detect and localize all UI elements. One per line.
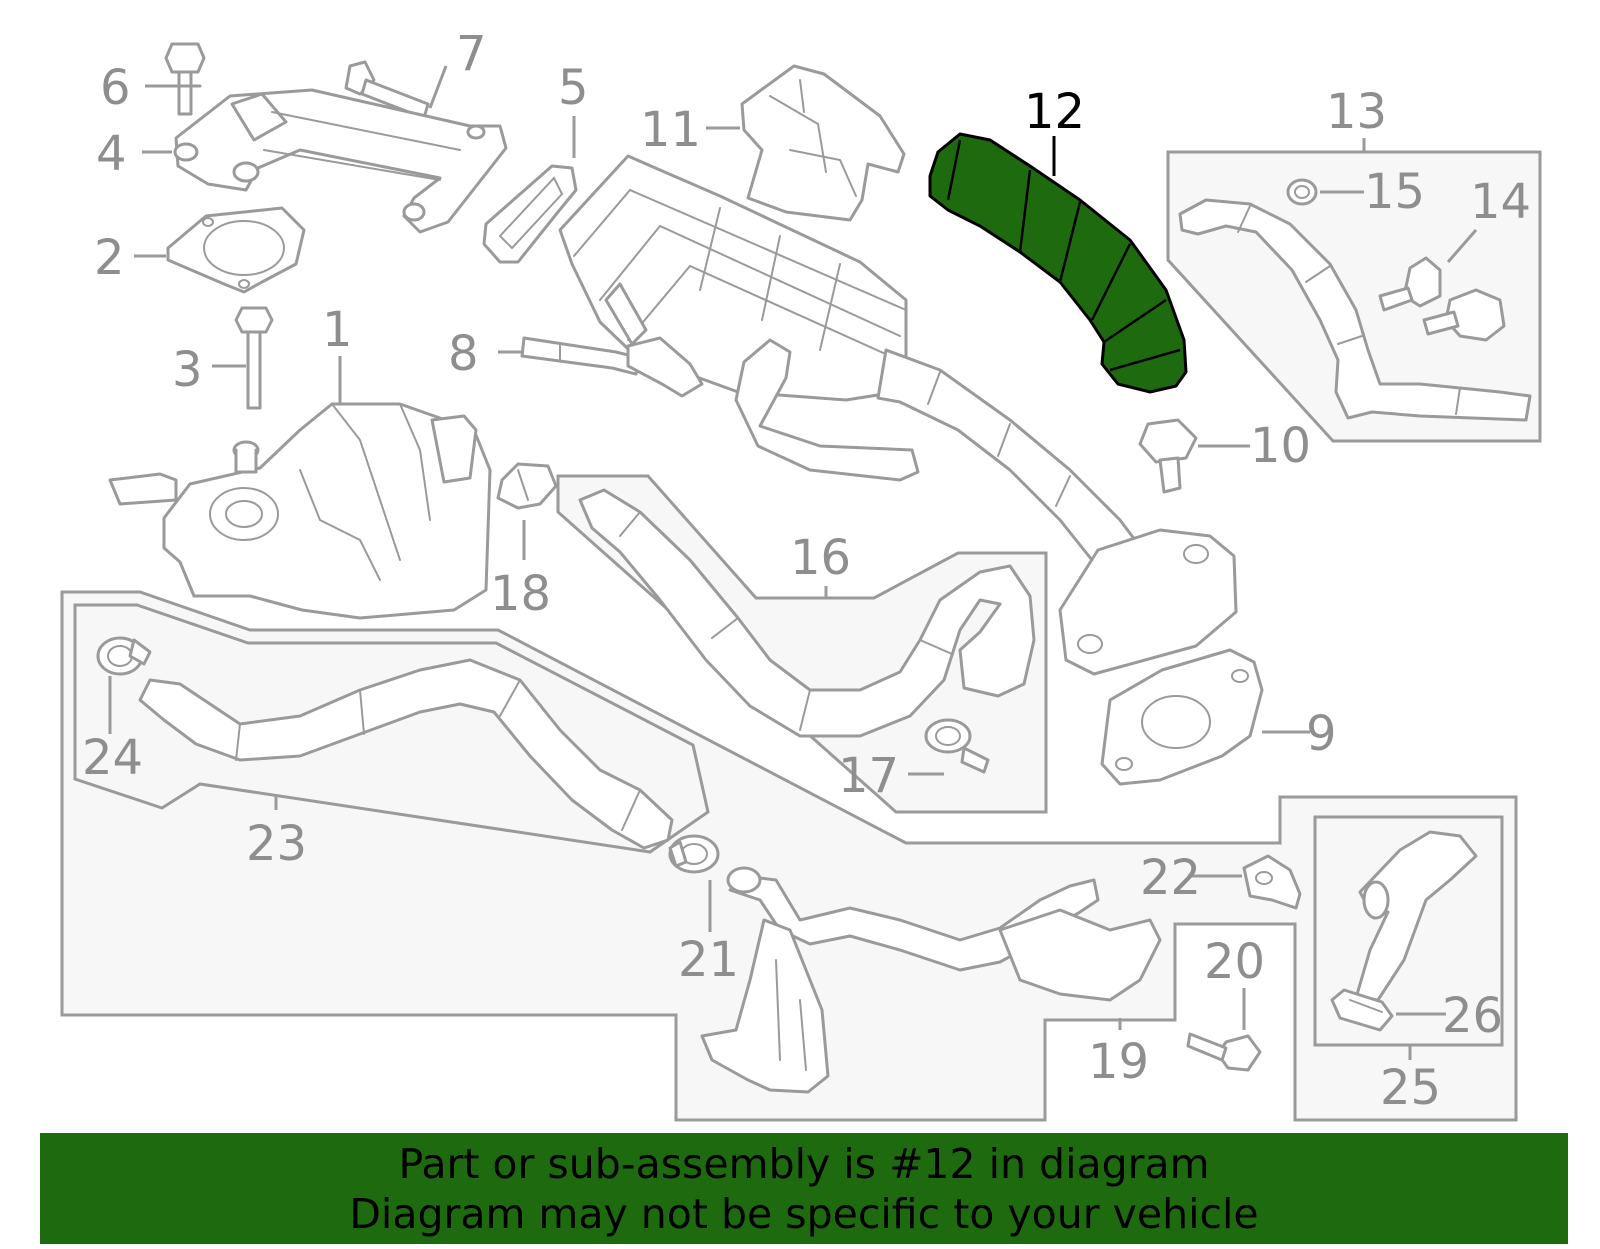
part-4-egr-pipe [173,88,508,234]
callout-12: 12 [1024,84,1085,140]
part-22-bracket [1242,854,1302,910]
part-1-egr-valve [108,402,492,620]
callout-13: 13 [1326,84,1387,140]
callout-15: 15 [1364,164,1425,220]
callout-5: 5 [558,60,589,116]
part-10-bolt [1138,418,1198,494]
part-8-tube [520,336,642,376]
part-25-hose [1354,830,1478,1002]
part-26-clip [1330,988,1394,1032]
part-9-gasket [1100,648,1264,786]
part-21-clamp [668,834,720,874]
callout-labels: 6 7 4 5 2 3 1 8 11 12 13 14 15 10 9 16 1… [82,26,1531,1116]
part-14-valve [1378,256,1506,342]
callout-1: 1 [322,302,353,358]
part-12-hose-highlighted[interactable] [928,132,1188,394]
part-20-bolt [1186,1032,1262,1072]
callout-6: 6 [100,60,131,116]
callout-24: 24 [82,730,143,786]
callout-20: 20 [1204,934,1265,990]
info-banner: Part or sub-assembly is #12 in diagram D… [40,1133,1568,1244]
callout-26: 26 [1442,988,1503,1044]
egr-cooler [558,154,920,482]
banner-line-1: Part or sub-assembly is #12 in diagram [398,1139,1210,1188]
callout-22: 22 [1140,850,1201,906]
part-19-pipe-assembly [700,866,1162,1094]
callout-17: 17 [838,748,899,804]
leader-lines [108,65,1478,1060]
egr-pipe [876,348,1238,676]
callout-19: 19 [1088,1034,1149,1090]
part-18-clip [496,462,558,510]
callout-2: 2 [94,230,125,286]
part-5-gasket [482,164,578,264]
part-11-heat-shield [740,64,906,222]
callout-7: 7 [456,26,487,82]
part-2-gasket [166,206,306,294]
callout-8: 8 [448,326,479,382]
callout-21: 21 [678,932,739,988]
part-13-hose [1178,198,1532,422]
callout-25: 25 [1380,1060,1441,1116]
callout-14: 14 [1470,174,1531,230]
part-17-clamp [924,718,990,774]
callout-9: 9 [1306,706,1337,762]
part-6-bolt [164,42,206,116]
part-7-bolt [344,60,430,120]
callout-16: 16 [790,530,851,586]
callout-11: 11 [640,102,701,158]
banner-line-2: Diagram may not be specific to your vehi… [349,1189,1259,1238]
callout-10: 10 [1250,418,1311,474]
part-23-hose [138,658,674,850]
part-3-bolt [234,306,274,410]
group-box-23 [73,603,710,854]
callout-18: 18 [490,566,551,622]
callout-23: 23 [246,816,307,872]
part-24-clamp [96,636,152,676]
callout-4: 4 [96,126,127,182]
part-15-clamp [1286,178,1318,206]
callout-3: 3 [172,342,203,398]
part-16-hose [578,488,1036,738]
